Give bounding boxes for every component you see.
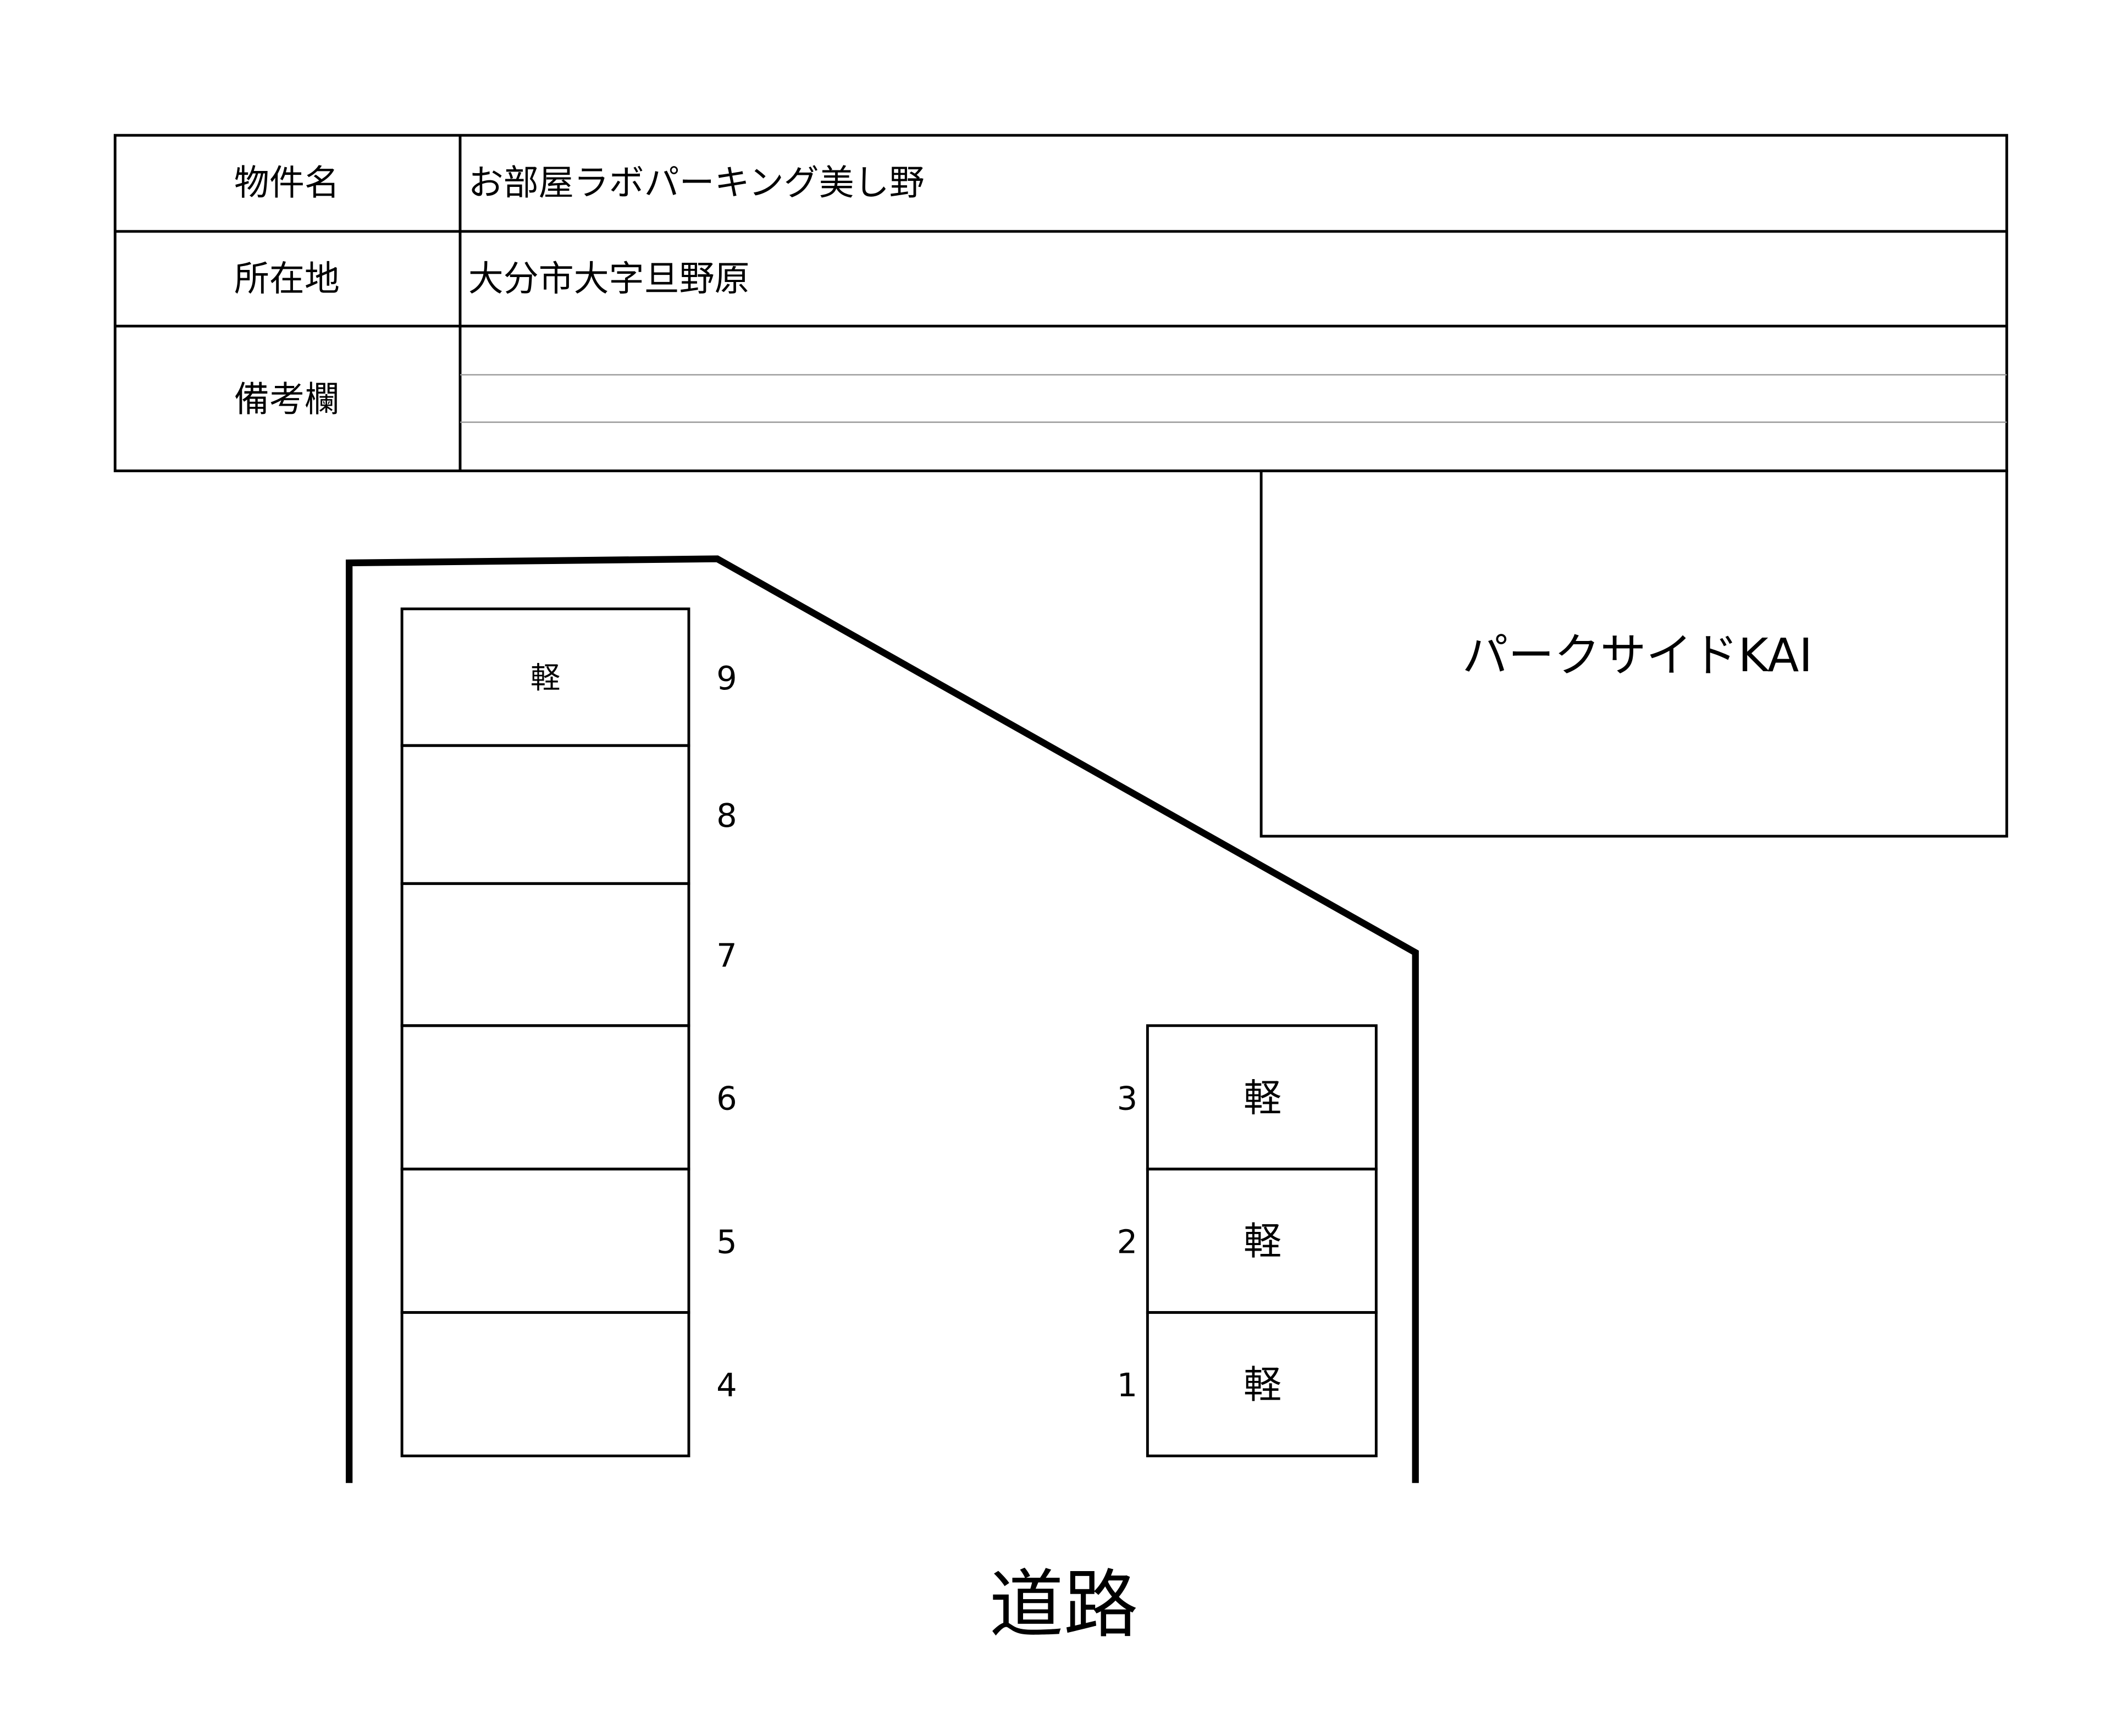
space-number: 2 bbox=[1117, 1223, 1138, 1260]
space-type: 軽 bbox=[1244, 1220, 1281, 1264]
space-number: 6 bbox=[716, 1079, 737, 1117]
space-number: 3 bbox=[1117, 1079, 1138, 1117]
space-number: 1 bbox=[1117, 1366, 1138, 1404]
left-parking-spaces: 軽 9 8 7 6 5 4 bbox=[400, 607, 737, 1457]
space-number: 4 bbox=[716, 1366, 737, 1404]
space-number: 5 bbox=[716, 1223, 737, 1260]
lot-boundary bbox=[345, 555, 1419, 1483]
parking-space bbox=[400, 1168, 690, 1314]
right-parking-spaces: 軽 3 軽 2 軽 1 bbox=[1117, 1024, 1378, 1457]
property-name-label: 物件名 bbox=[234, 163, 340, 203]
parking-space bbox=[400, 882, 690, 1027]
neighbor-building bbox=[1259, 469, 2008, 838]
parking-space bbox=[400, 1024, 690, 1171]
parking-space bbox=[1146, 1311, 1378, 1457]
space-number: 9 bbox=[716, 659, 737, 697]
notes-label: 備考欄 bbox=[234, 379, 340, 420]
parking-space bbox=[400, 744, 690, 885]
parking-space bbox=[400, 1311, 690, 1457]
property-name-value: お部屋ラボパーキング美し野 bbox=[468, 163, 925, 203]
info-table bbox=[113, 134, 2008, 473]
space-type: 軽 bbox=[1244, 1363, 1281, 1407]
road-label: 道路 bbox=[989, 1561, 1138, 1648]
space-type: 軽 bbox=[1244, 1076, 1281, 1120]
space-type: 軽 bbox=[530, 661, 560, 695]
address-value: 大分市大字旦野原 bbox=[468, 259, 750, 300]
space-number: 8 bbox=[716, 797, 737, 834]
address-label: 所在地 bbox=[234, 259, 340, 300]
space-number: 7 bbox=[716, 937, 737, 975]
neighbor-building-label: パークサイドKAI bbox=[1462, 628, 1812, 682]
